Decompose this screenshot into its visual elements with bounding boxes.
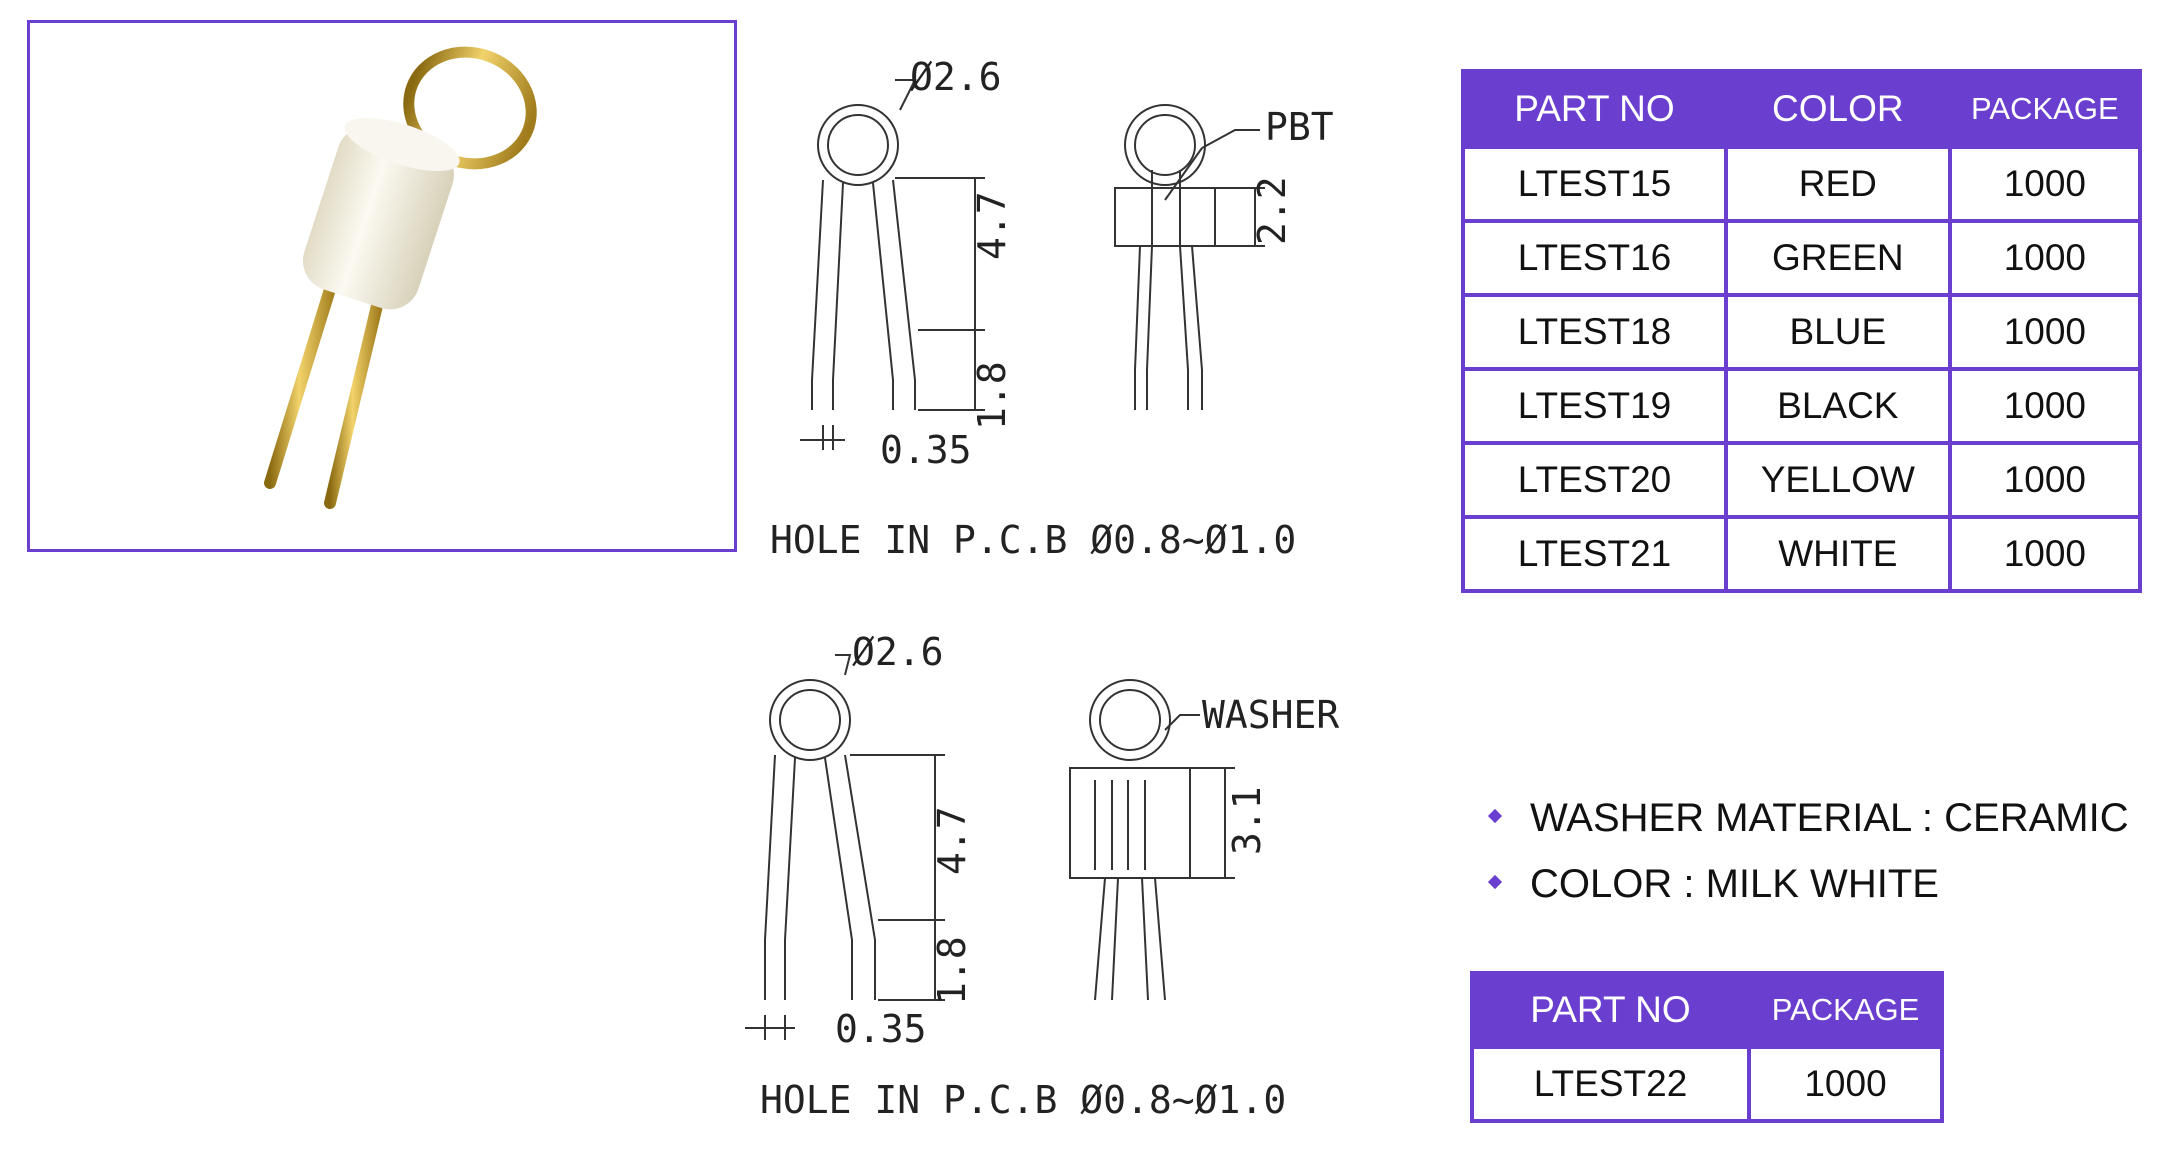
table-row: LTEST21 WHITE 1000 xyxy=(1461,515,2143,593)
sleeve-dim-label: 2.2 xyxy=(1250,176,1294,245)
cell-part-no: LTEST18 xyxy=(1461,293,1728,371)
washer-part-table: PART NO PACKAGE LTEST22 1000 xyxy=(1470,971,1944,1123)
list-item: WASHER MATERIAL : CERAMIC xyxy=(1487,785,2129,851)
cell-part-no: LTEST15 xyxy=(1461,145,1728,223)
header-package: PACKAGE xyxy=(1747,971,1944,1049)
diamond-bullet-icon xyxy=(1487,809,1503,824)
sleeve-dim-label: 3.1 xyxy=(1225,786,1269,855)
table-header-row: PART NO PACKAGE xyxy=(1470,971,1944,1049)
gold-lead-right xyxy=(324,287,386,509)
table-row: LTEST16 GREEN 1000 xyxy=(1461,219,2143,297)
cell-color: RED xyxy=(1723,145,1952,223)
lead-dim-label: 1.8 xyxy=(930,936,974,1005)
length-dim-label: 4.7 xyxy=(930,806,974,875)
cell-package: 1000 xyxy=(1947,219,2143,297)
product-photo-frame xyxy=(27,20,737,552)
cell-part-no: LTEST19 xyxy=(1461,367,1728,445)
table-row: LTEST19 BLACK 1000 xyxy=(1461,367,2143,445)
list-item: COLOR : MILK WHITE xyxy=(1487,851,2129,917)
table-header-row: PART NO COLOR PACKAGE xyxy=(1461,69,2143,149)
hole-note: HOLE IN P.C.B Ø0.8~Ø1.0 xyxy=(760,1078,1286,1122)
table-row: LTEST18 BLUE 1000 xyxy=(1461,293,2143,371)
table-row: LTEST22 1000 xyxy=(1470,1045,1944,1123)
cell-color: GREEN xyxy=(1723,219,1952,297)
hole-note: HOLE IN P.C.B Ø0.8~Ø1.0 xyxy=(770,518,1296,562)
header-part-no: PART NO xyxy=(1470,971,1751,1049)
part-color-table: PART NO COLOR PACKAGE LTEST15 RED 1000 L… xyxy=(1461,69,2143,593)
length-dim-label: 4.7 xyxy=(970,191,1014,260)
cell-part-no: LTEST16 xyxy=(1461,219,1728,297)
header-part-no: PART NO xyxy=(1461,69,1728,149)
cell-part-no: LTEST22 xyxy=(1470,1045,1751,1123)
cell-package: 1000 xyxy=(1947,145,2143,223)
material-label: WASHER xyxy=(1202,693,1339,737)
cell-package: 1000 xyxy=(1947,367,2143,445)
cell-package: 1000 xyxy=(1947,293,2143,371)
cell-color: YELLOW xyxy=(1723,441,1952,519)
white-insulator-body xyxy=(302,117,460,310)
diamond-bullet-icon xyxy=(1487,875,1503,890)
header-color: COLOR xyxy=(1723,69,1952,149)
drawing-bottom: Ø2.6 WASHER 4.7 3.1 1.8 0.35 HOLE IN P.C… xyxy=(745,630,1339,1122)
wire-dim-label: 0.35 xyxy=(835,1007,927,1051)
note-text: COLOR : MILK WHITE xyxy=(1530,862,1939,906)
lead-dim-label: 1.8 xyxy=(970,361,1014,430)
ring-diameter-label: Ø2.6 xyxy=(910,55,1002,99)
cell-color: BLACK xyxy=(1723,367,1952,445)
table-row: LTEST20 YELLOW 1000 xyxy=(1461,441,2143,519)
cell-package: 1000 xyxy=(1947,515,2143,593)
header-package: PACKAGE xyxy=(1947,69,2143,149)
gold-lead-left xyxy=(264,267,341,489)
table-row: LTEST15 RED 1000 xyxy=(1461,145,2143,223)
material-notes: WASHER MATERIAL : CERAMIC COLOR : MILK W… xyxy=(1487,785,2129,917)
cell-package: 1000 xyxy=(1747,1045,1944,1123)
cell-part-no: LTEST20 xyxy=(1461,441,1728,519)
cell-package: 1000 xyxy=(1947,441,2143,519)
ring-diameter-label: Ø2.6 xyxy=(852,630,944,674)
cell-part-no: LTEST21 xyxy=(1461,515,1728,593)
wire-dim-label: 0.35 xyxy=(880,428,972,472)
note-text: WASHER MATERIAL : CERAMIC xyxy=(1530,796,2129,840)
cell-color: BLUE xyxy=(1723,293,1952,371)
material-label: PBT xyxy=(1265,105,1334,149)
drawing-top: Ø2.6 PBT 4.7 2.2 1.8 0.35 HOLE IN P.C.B … xyxy=(770,55,1334,562)
cell-color: WHITE xyxy=(1723,515,1952,593)
test-point-photo xyxy=(264,46,537,509)
